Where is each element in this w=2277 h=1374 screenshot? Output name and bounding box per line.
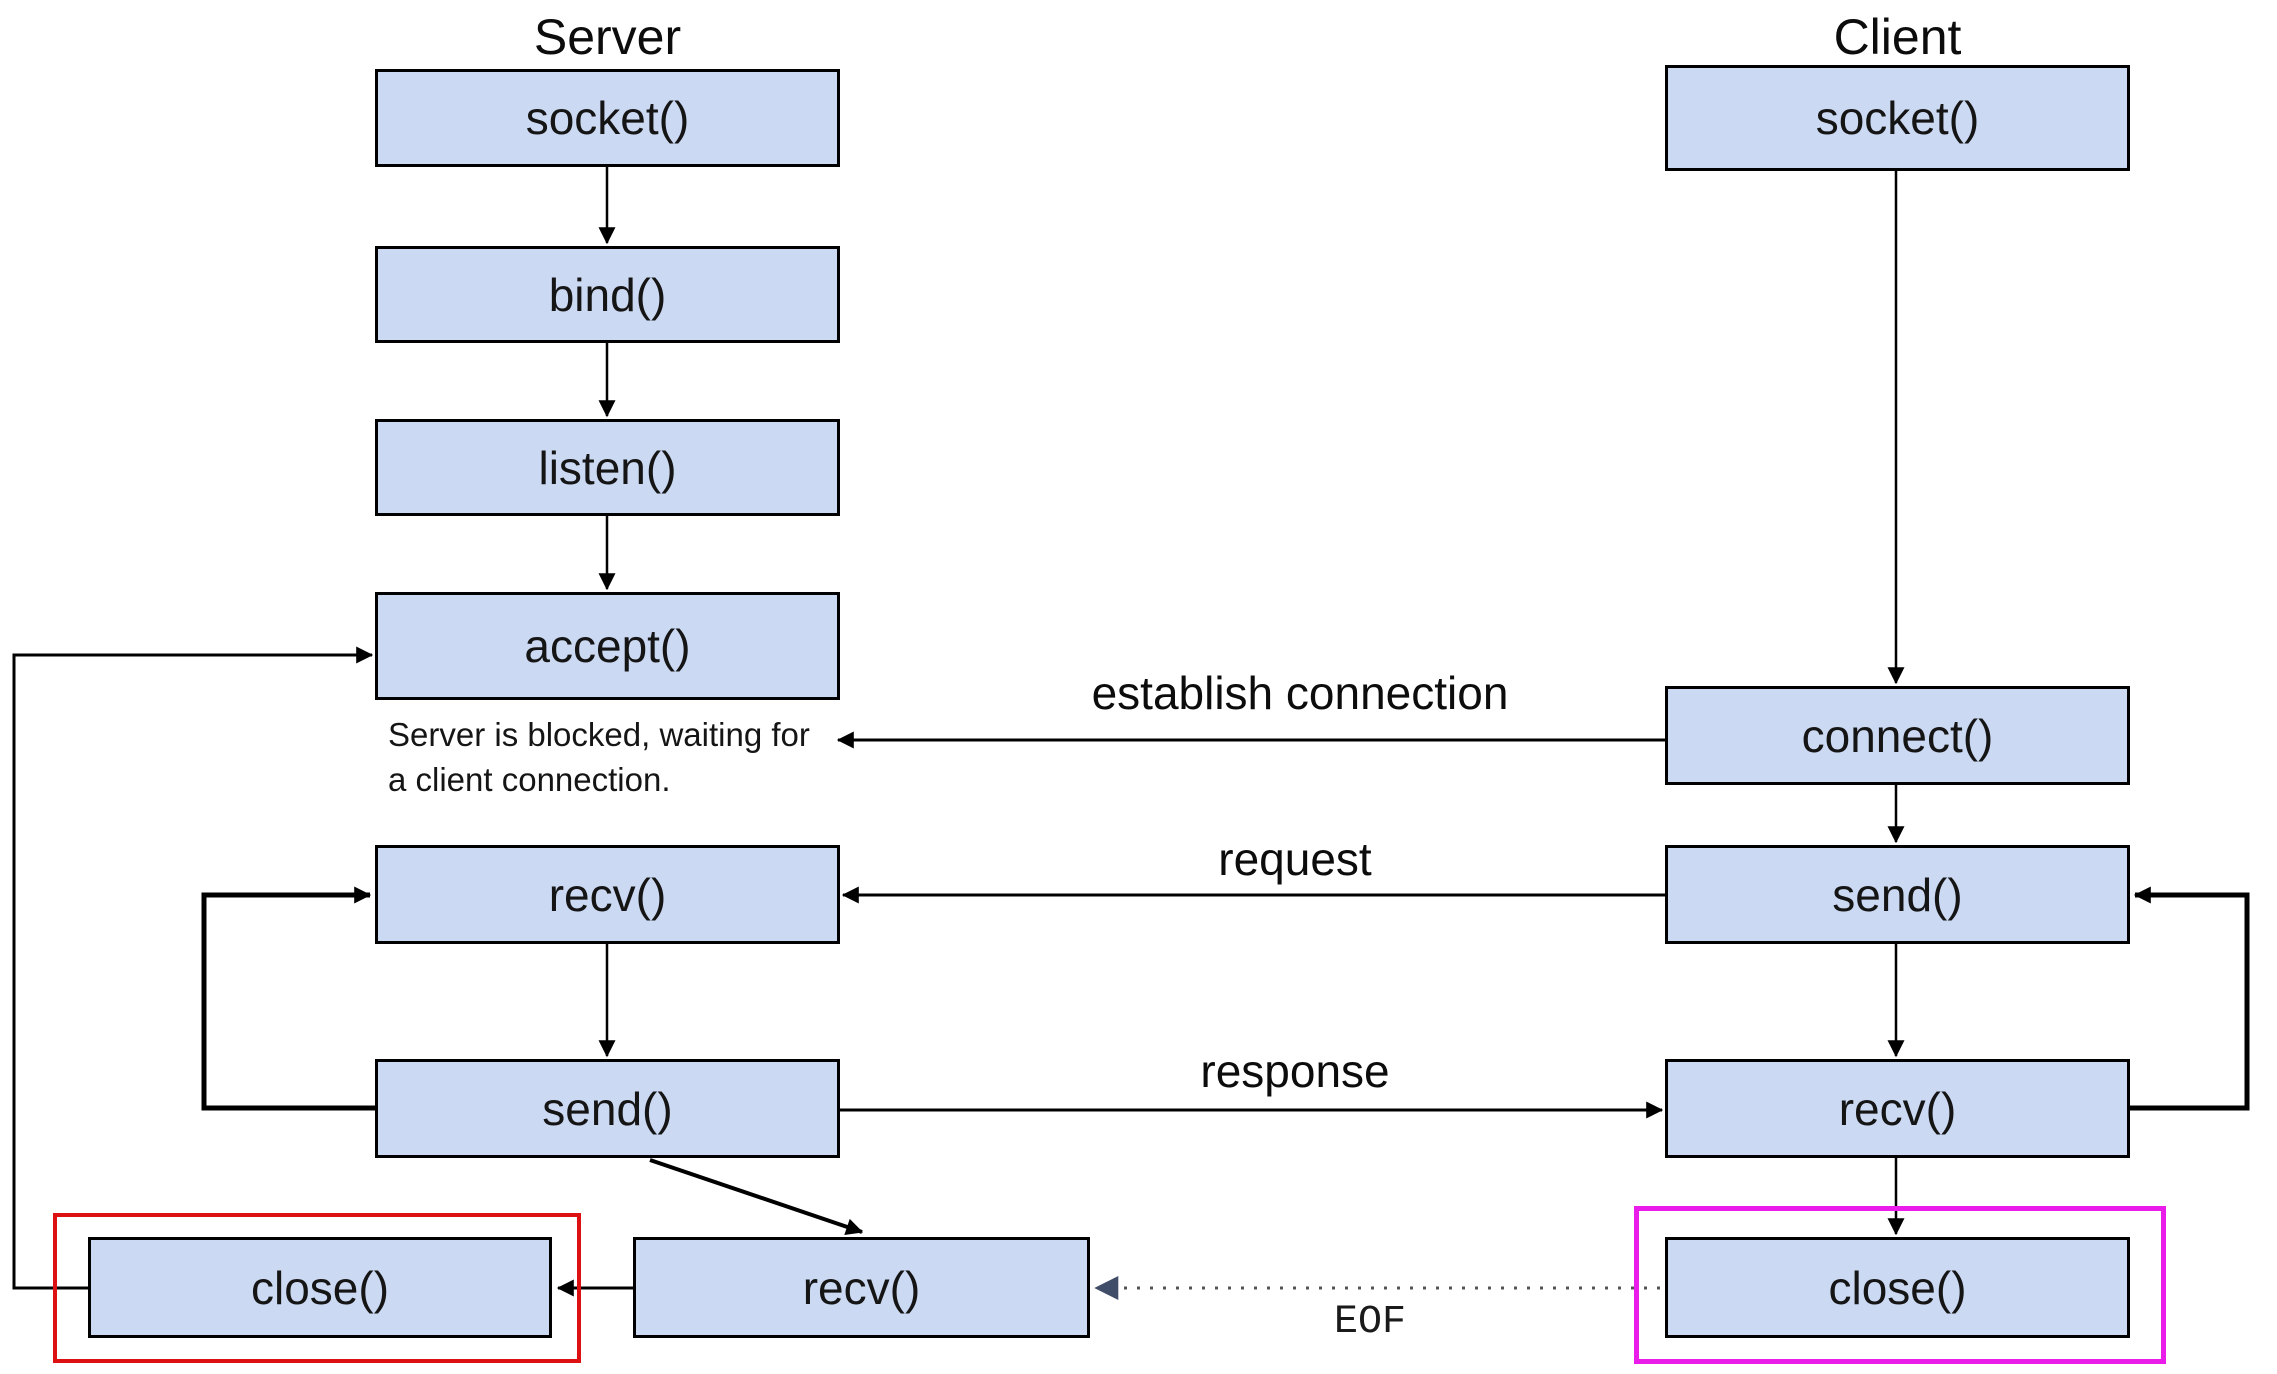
client-connect-node: connect() — [1665, 686, 2130, 785]
server-close-highlight-frame — [53, 1213, 581, 1363]
client-close-node: close() — [1665, 1237, 2130, 1338]
establish-connection-label: establish connection — [1091, 667, 1509, 719]
server-column-title: Server — [533, 9, 682, 65]
client-column-title: Client — [1833, 9, 1962, 65]
client-send-node: send() — [1665, 845, 2130, 944]
eof-label: EOF — [1333, 1300, 1406, 1345]
arrow-server-send-to-recv-loop — [201, 886, 375, 1111]
server-socket-node: socket() — [375, 69, 840, 167]
server-send-node: send() — [375, 1059, 840, 1158]
server-blocked-note-line1: Server is blocked, waiting for — [388, 716, 810, 753]
server-recv2-node: recv() — [633, 1237, 1090, 1338]
client-close-highlight-frame — [1634, 1206, 2166, 1364]
response-label: response — [1200, 1045, 1390, 1097]
client-recv-node: recv() — [1665, 1059, 2130, 1158]
server-recv-node: recv() — [375, 845, 840, 944]
server-close-node: close() — [88, 1237, 552, 1338]
server-blocked-note-line2: a client connection. — [388, 761, 671, 798]
client-socket-node: socket() — [1665, 65, 2130, 171]
arrow-server-close-to-accept-loop — [12, 646, 374, 1290]
server-accept-node: accept() — [375, 592, 840, 700]
request-label: request — [1218, 833, 1372, 885]
server-listen-node: listen() — [375, 419, 840, 516]
arrow-server-send-to-recv2 — [649, 1158, 864, 1235]
server-blocked-note: Server is blocked, waiting for a client … — [388, 712, 828, 802]
arrow-client-recv-to-send-loop — [2130, 886, 2250, 1111]
server-bind-node: bind() — [375, 246, 840, 343]
